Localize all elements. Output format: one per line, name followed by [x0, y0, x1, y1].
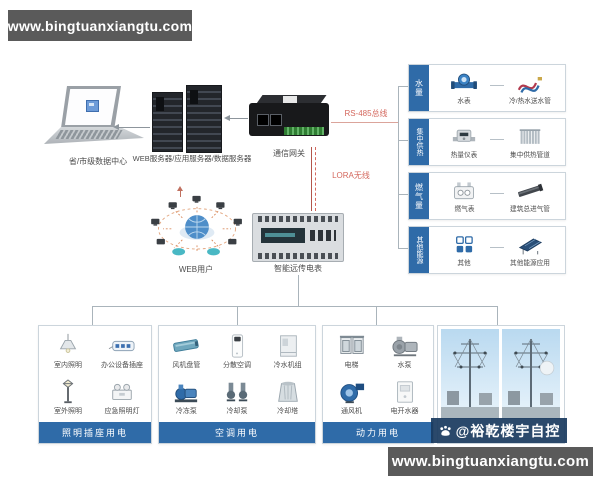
cooling-tower-icon	[273, 379, 303, 405]
lighting-socket-title: 照明插座用电	[39, 422, 151, 443]
item-label: 燃气表	[454, 205, 474, 213]
rs485-bus-label: RS-485总线	[344, 109, 388, 118]
item-label: 办公设备插座	[101, 362, 143, 370]
gas-pipe-icon	[515, 179, 545, 203]
laptop-icon	[44, 86, 146, 154]
arrow-up-icon	[177, 186, 183, 197]
power-tower-photo	[441, 329, 499, 419]
item-label: 风机盘管	[172, 362, 201, 370]
water-tab: 水量	[409, 65, 429, 111]
item-label: 其他	[457, 259, 471, 267]
item-label: 建筑总进气管	[510, 205, 550, 213]
bracket-stub	[398, 194, 408, 195]
photo-box: @裕乾楼宇自控	[431, 325, 567, 444]
lora-line	[311, 147, 312, 211]
connector-line	[92, 306, 498, 307]
standing-ac-icon	[222, 333, 252, 359]
lighting-socket-box: 室内照明 办公设备插座 室外照明 应急照明灯 照明插座用电	[38, 325, 152, 444]
watermark-text: @裕乾楼宇自控	[455, 422, 561, 439]
item-label: 冷冻泵	[175, 407, 197, 415]
water-pump-icon	[390, 333, 420, 359]
item-label: 冷却塔	[277, 407, 299, 415]
web-users-label: WEB用户	[178, 265, 214, 274]
item-label: 冷/热水送水管	[509, 97, 551, 105]
power-title: 动力用电	[323, 422, 433, 443]
bracket-stub	[398, 248, 408, 249]
heat-tab: 集中供热	[409, 119, 429, 165]
item-label: 通风机	[341, 407, 362, 415]
hvac-title: 空调用电	[159, 422, 315, 443]
din-meter-icon	[252, 213, 344, 262]
connector-line	[92, 306, 93, 325]
rs485-line	[331, 122, 398, 123]
item-label: 水泵	[397, 362, 412, 370]
watermark-banner-bottom: www.bingtuanxiangtu.com	[388, 447, 593, 476]
gas-meter-icon	[449, 179, 479, 203]
water-hose-icon	[515, 71, 545, 95]
metering-card-water: 水量 水表 冷/热水送水管	[408, 64, 566, 112]
item-label: 冷却泵	[226, 407, 248, 415]
item-label: 电梯	[344, 362, 359, 370]
smart-meter-label: 智能远传电表	[274, 264, 322, 273]
gas-tab: 燃气量	[409, 173, 429, 219]
item-label: 应急照明灯	[104, 407, 140, 415]
item-label: 其他能源应用	[510, 259, 550, 267]
bracket-stub	[398, 140, 408, 141]
connector-line	[376, 306, 377, 325]
item-label: 集中供热管道	[510, 151, 550, 159]
item-label: 室内照明	[54, 362, 82, 370]
arrow-left-icon	[113, 123, 150, 130]
lora-dashed-line	[315, 147, 316, 211]
bracket-stub	[398, 86, 408, 87]
radiator-icon	[515, 125, 545, 149]
metering-card-gas: 燃气量 燃气表 建筑总进气管	[408, 172, 566, 220]
power-box: 电梯 水泵 通风机 电开水器 动力用电	[322, 325, 434, 444]
connector-line	[298, 275, 299, 306]
chiller-icon	[273, 333, 303, 359]
solar-panel-icon	[515, 233, 545, 257]
item-label: 室外照明	[54, 407, 82, 415]
paw-icon	[438, 424, 453, 438]
heat-meter-icon	[449, 125, 479, 149]
network-cloud-icon	[151, 195, 242, 256]
street-lamp-icon	[53, 379, 83, 405]
gateway-device-icon	[249, 95, 329, 141]
other-energy-tab: 其他能源	[409, 227, 429, 273]
squares-icon	[451, 233, 477, 257]
servers-label: WEB服务器/应用服务器/数据服务器	[132, 154, 252, 163]
power-tower-photo	[502, 329, 560, 419]
water-meter-icon	[449, 71, 479, 95]
bracket-line	[398, 86, 399, 249]
watermark-banner-top: www.bingtuanxiangtu.com	[8, 10, 192, 41]
connector-line	[237, 306, 238, 325]
elevator-icon	[337, 333, 367, 359]
item-label: 电开水器	[390, 407, 419, 415]
emergency-light-icon	[107, 379, 137, 405]
pendant-lamp-icon	[53, 333, 83, 359]
fan-coil-icon	[171, 333, 201, 359]
data-center-label: 省/市级数据中心	[68, 157, 128, 166]
server-rack-icon	[152, 92, 183, 152]
lora-wireless-label: LORA无线	[332, 171, 370, 180]
vent-fan-icon	[337, 379, 367, 405]
gateway-label: 通信网关	[273, 149, 305, 158]
power-strip-icon	[107, 333, 137, 359]
item-label: 冷水机组	[273, 362, 302, 370]
item-label: 分散空调	[222, 362, 251, 370]
water-boiler-icon	[390, 379, 420, 405]
metering-card-heat: 集中供热 热量仪表 集中供热管道	[408, 118, 566, 166]
hvac-box: 风机盘管 分散空调 冷水机组 冷冻泵 冷却泵 冷却塔 空调用电	[158, 325, 316, 444]
server-rack-icon	[186, 85, 222, 153]
cooling-pump-icon	[222, 379, 252, 405]
connector-line	[497, 306, 498, 325]
item-label: 热量仪表	[450, 151, 478, 159]
chilled-pump-icon	[171, 379, 201, 405]
watermark-bar: @裕乾楼宇自控	[431, 418, 567, 443]
item-label: 水表	[457, 97, 471, 105]
arrow-left-icon	[224, 114, 248, 121]
metering-card-other: 其他能源 其他 其他能源应用	[408, 226, 566, 274]
